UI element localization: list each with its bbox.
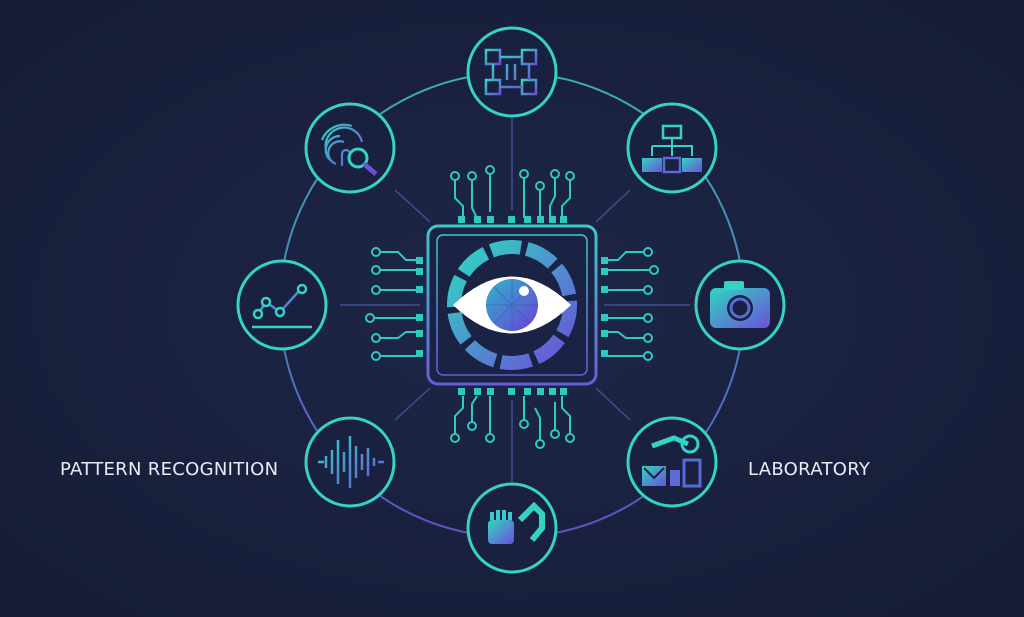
laboratory-label: LABORATORY: [748, 459, 871, 480]
pin-pads: [416, 216, 608, 395]
chip-pins: [372, 172, 652, 442]
robotic-hand-icon: [488, 501, 545, 544]
sound-wave-icon: [318, 436, 384, 488]
circuit-grid-icon: [484, 48, 538, 96]
camera-icon: [710, 281, 770, 328]
node-bottom-left: [304, 416, 396, 508]
node-bottom-right: [626, 416, 718, 508]
node-right: [694, 259, 786, 351]
node-top: [466, 26, 558, 118]
node-bottom: [466, 482, 558, 574]
node-left: [236, 259, 328, 351]
pin-nodes: [365, 165, 659, 449]
robot-arm-lab-icon: [642, 434, 702, 488]
fingerprint-search-icon: [320, 123, 378, 176]
spokes: [340, 118, 690, 482]
node-top-left: [304, 102, 396, 194]
line-graph-icon: [252, 283, 312, 329]
eye-chip-icon: [447, 240, 577, 370]
pattern-recognition-label: PATTERN RECOGNITION: [60, 459, 279, 480]
node-top-right: [626, 102, 718, 194]
hierarchy-icon: [642, 124, 702, 174]
